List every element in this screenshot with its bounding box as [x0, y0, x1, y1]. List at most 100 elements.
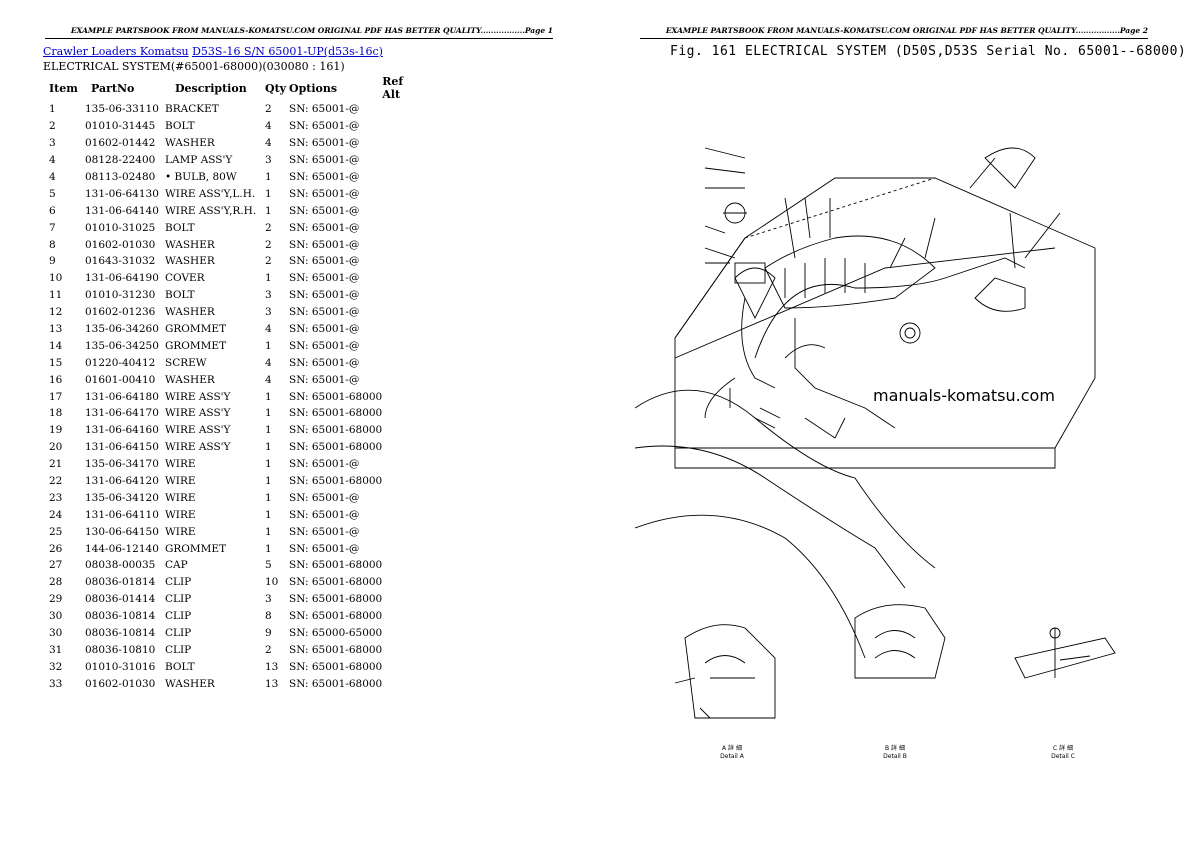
cell-options: SN: 65001-@ [289, 187, 360, 200]
cell-item: 27 [49, 559, 63, 572]
cell-description: WIRE ASS'Y,L.H. [165, 187, 256, 200]
cell-qty: 4 [265, 137, 272, 150]
cell-item: 15 [49, 356, 63, 369]
cell-ref-alt [382, 608, 422, 625]
cell-options: SN: 65001-@ [289, 204, 360, 217]
cell-partno: 01643-31032 [85, 255, 156, 268]
cell-qty: 10 [265, 576, 279, 589]
cell-description: SCREW [165, 356, 207, 369]
cell-description: WASHER [165, 137, 215, 150]
cell-item: 8 [49, 238, 56, 251]
cell-options: SN: 65001-68000 [289, 660, 383, 673]
cell-description: GROMMET [165, 339, 227, 352]
cell-item: 24 [49, 508, 63, 521]
cell-qty: 1 [265, 390, 272, 403]
cell-description: • BULB, 80W [165, 171, 237, 183]
cell-description: WASHER [165, 255, 215, 268]
cell-partno: 08038-00035 [85, 559, 156, 572]
cell-options: SN: 65001-@ [289, 542, 360, 555]
cell-description: BOLT [165, 221, 195, 234]
cell-description: GROMMET [165, 542, 227, 555]
table-header-row: Item PartNo Description Qty Options Ref … [43, 75, 422, 101]
cell-item: 33 [49, 677, 63, 690]
cell-options: SN: 65001-@ [289, 458, 360, 471]
cell-qty: 3 [265, 154, 272, 167]
cell-options: SN: 65001-@ [289, 120, 360, 133]
cell-ref-alt [382, 456, 422, 473]
cell-qty: 1 [265, 491, 272, 504]
cell-options: SN: 65001-@ [289, 255, 360, 268]
cell-qty: 1 [265, 407, 272, 420]
cell-qty: 1 [265, 458, 272, 471]
cell-description: CLIP [165, 643, 192, 656]
cell-partno: 08113-02480 [85, 171, 156, 183]
cell-ref-alt [382, 118, 422, 135]
cell-ref-alt [382, 371, 422, 388]
cell-ref-alt [382, 337, 422, 354]
cell-description: BOLT [165, 660, 195, 673]
cell-item: 4 [49, 154, 56, 167]
cell-qty: 2 [265, 255, 272, 268]
cell-options: SN: 65001-68000 [289, 643, 383, 656]
cell-qty: 4 [265, 373, 272, 386]
cell-options: SN: 65001-@ [289, 525, 360, 538]
cell-options: SN: 65001-68000 [289, 559, 383, 572]
cell-partno: 01010-31230 [85, 289, 156, 302]
cell-qty: 1 [265, 171, 272, 183]
cell-partno: 135-06-34170 [85, 458, 159, 471]
col-header-description: Description [175, 81, 247, 95]
cell-ref-alt [382, 354, 422, 371]
cell-ref-alt [382, 321, 422, 338]
cell-ref-alt [382, 523, 422, 540]
cell-qty: 1 [265, 475, 272, 488]
cell-options: SN: 65001-@ [289, 323, 360, 336]
cell-options: SN: 65001-@ [289, 238, 360, 251]
section-title: ELECTRICAL SYSTEM(#65001-68000)(030080 :… [43, 60, 345, 73]
cell-ref-alt [382, 625, 422, 642]
cell-qty: 4 [265, 120, 272, 133]
cell-options: SN: 65001-68000 [289, 407, 383, 420]
cell-item: 4 [49, 171, 56, 183]
cell-item: 2 [49, 120, 56, 133]
cell-item: 26 [49, 542, 63, 555]
cell-ref-alt [382, 574, 422, 591]
cell-item: 31 [49, 643, 63, 656]
cell-ref-alt [382, 304, 422, 321]
cell-ref-alt [382, 185, 422, 202]
cell-item: 7 [49, 221, 56, 234]
breadcrumb-link-category[interactable]: Crawler Loaders Komatsu [43, 45, 189, 58]
cell-partno: 01010-31025 [85, 221, 156, 234]
cell-item: 19 [49, 424, 63, 437]
watermark: manuals-komatsu.com [873, 386, 1055, 405]
cell-options: SN: 65001-68000 [289, 390, 383, 403]
cell-options: SN: 65001-@ [289, 154, 360, 167]
breadcrumb: Crawler Loaders Komatsu D53S-16 S/N 6500… [43, 45, 383, 59]
cell-partno: 08036-01814 [85, 576, 156, 589]
cell-description: CLIP [165, 627, 192, 640]
cell-options: SN: 65000-65000 [289, 627, 383, 640]
cell-ref-alt [382, 540, 422, 557]
cell-ref-alt [382, 675, 422, 692]
cell-qty: 1 [265, 424, 272, 437]
parts-table: Item PartNo Description Qty Options Ref … [43, 75, 422, 692]
cell-item: 5 [49, 187, 56, 200]
breadcrumb-link-model[interactable]: D53S-16 S/N 65001-UP(d53s-16c) [192, 45, 383, 58]
cell-options: SN: 65001-@ [289, 491, 360, 504]
